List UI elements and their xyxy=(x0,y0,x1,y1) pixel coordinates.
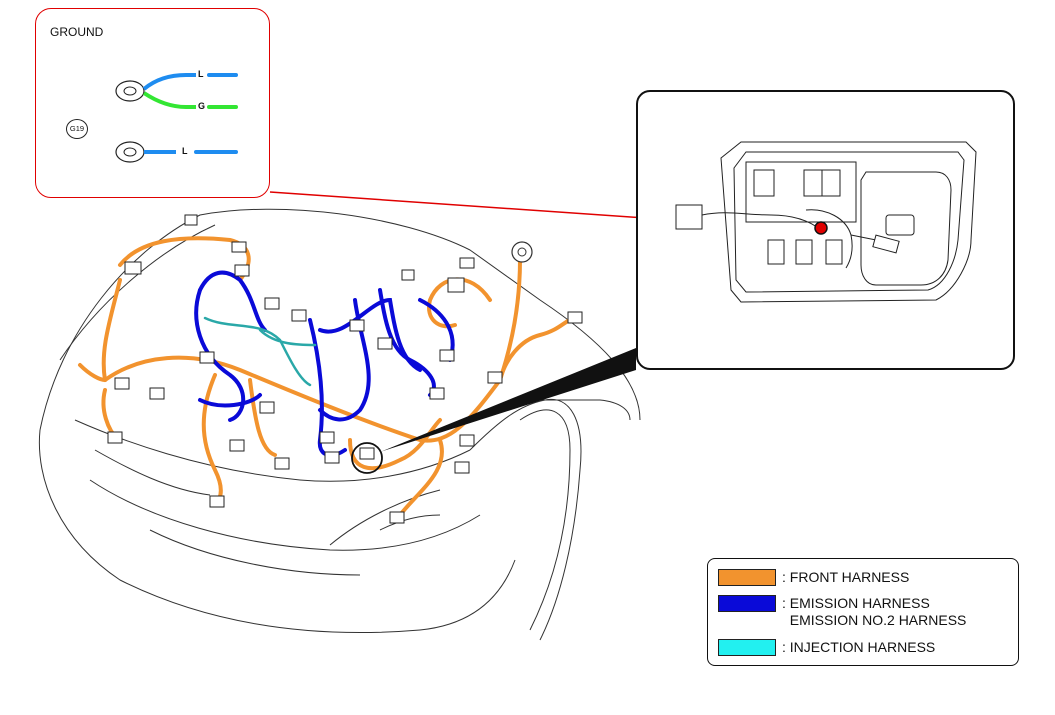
legend-label-emission-group: : EMISSION HARNESS EMISSION NO.2 HARNESS xyxy=(782,595,966,629)
legend: : FRONT HARNESS : EMISSION HARNESS EMISS… xyxy=(707,558,1019,666)
wire-label-g: G xyxy=(198,101,206,111)
legend-swatch-injection xyxy=(718,639,776,656)
ground-inset: GROUND L G L G19 xyxy=(35,8,270,198)
legend-item-emission: : EMISSION HARNESS EMISSION NO.2 HARNESS xyxy=(718,595,966,629)
legend-swatch-emission xyxy=(718,595,776,612)
wire-label-l-bottom: L xyxy=(182,146,188,156)
legend-item-injection: : INJECTION HARNESS xyxy=(718,639,935,656)
injection-harness-wires xyxy=(203,316,317,387)
location-circle xyxy=(351,442,383,474)
emission-harness-wires xyxy=(194,270,455,458)
ground-terminal-drawing xyxy=(115,73,238,163)
wire-label-l-top: L xyxy=(198,69,204,79)
detail-callout-wedge xyxy=(380,348,636,452)
legend-label-front: : FRONT HARNESS xyxy=(782,569,910,585)
harness-connectors xyxy=(107,214,583,524)
detail-drawing xyxy=(675,141,977,303)
legend-label-emission-no2: EMISSION NO.2 HARNESS xyxy=(782,612,967,628)
legend-label-emission: : EMISSION HARNESS xyxy=(782,595,930,611)
ground-inset-title: GROUND xyxy=(50,25,104,39)
legend-item-front: : FRONT HARNESS xyxy=(718,569,909,586)
car-ground-point xyxy=(511,241,533,263)
legend-label-injection: : INJECTION HARNESS xyxy=(782,639,936,655)
ground-connector-id: G19 xyxy=(66,119,88,139)
car-outline xyxy=(38,208,641,641)
legend-swatch-front xyxy=(718,569,776,586)
detail-inset xyxy=(636,90,1015,370)
